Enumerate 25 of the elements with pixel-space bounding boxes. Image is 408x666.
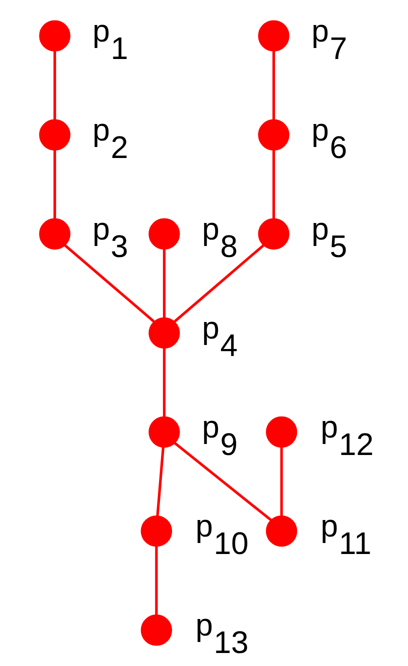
connector	[173, 442, 272, 522]
connector	[272, 50, 276, 120]
node-circle	[39, 218, 70, 250]
connector	[53, 50, 56, 120]
node-circle	[266, 416, 298, 448]
connector	[272, 150, 276, 219]
connector	[64, 244, 155, 322]
connector	[174, 244, 264, 322]
node-circle	[258, 218, 290, 250]
node-circle	[258, 119, 290, 151]
node-circle	[148, 416, 180, 448]
connector	[162, 248, 166, 318]
node-circle	[140, 515, 172, 547]
connector	[280, 446, 283, 516]
connector	[162, 348, 166, 417]
node-circle	[258, 20, 290, 52]
connector	[156, 446, 165, 516]
node-circle	[148, 218, 180, 250]
node-circle	[148, 317, 180, 349]
connector	[53, 150, 56, 219]
node-circle	[39, 20, 70, 52]
node-circle	[39, 119, 70, 151]
node-circle	[140, 614, 172, 646]
node-circle	[266, 515, 298, 547]
connector	[155, 546, 158, 615]
